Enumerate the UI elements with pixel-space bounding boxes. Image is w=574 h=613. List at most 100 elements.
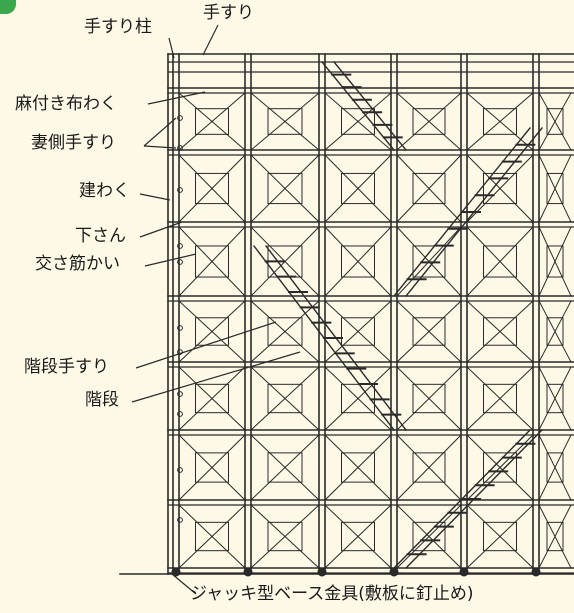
cross-brace	[396, 92, 462, 151]
label-stair: 階段	[85, 390, 119, 410]
cross-brace	[466, 300, 534, 363]
cross-brace	[538, 434, 572, 501]
leader-lower-rail	[139, 221, 183, 238]
label-jack-base: ジャッキ型ベース金具(敷板に釘止め)	[190, 584, 474, 604]
frame-panel	[546, 383, 564, 414]
clamp-mark	[177, 145, 183, 151]
cross-brace	[324, 300, 392, 363]
leader-frame	[139, 193, 171, 201]
frame-panel	[195, 108, 229, 135]
clamp-mark	[177, 243, 183, 249]
frame-panel	[483, 108, 517, 135]
clamp-mark	[177, 187, 183, 193]
frame-panel	[546, 452, 564, 483]
cross-brace	[466, 434, 534, 501]
frame-panel	[483, 521, 517, 552]
cross-brace	[396, 300, 462, 363]
cross-brace	[250, 226, 320, 297]
cross-brace	[324, 434, 392, 501]
cross-brace	[324, 504, 392, 569]
clamp-mark	[177, 411, 183, 417]
label-handrail-post: 手すり柱	[84, 17, 152, 37]
cross-brace	[466, 92, 534, 151]
frame-panel	[267, 108, 303, 135]
frame-panel	[483, 452, 517, 483]
clamp-mark	[177, 349, 183, 355]
jack-base	[531, 567, 541, 577]
cross-brace	[250, 300, 320, 363]
frame-panel	[546, 108, 564, 135]
stair-stringer	[321, 61, 395, 151]
frame-panel	[412, 172, 446, 205]
jack-base	[389, 567, 399, 577]
frame-panel	[546, 172, 564, 205]
cross-brace	[538, 154, 572, 223]
leader-jute-frame	[147, 91, 206, 105]
frame-panel	[483, 383, 517, 414]
leader-gable-handrail	[143, 117, 177, 147]
frame-panel	[546, 317, 564, 346]
frame-panel	[267, 521, 303, 552]
cross-brace	[466, 366, 534, 431]
cross-brace	[178, 226, 246, 297]
leader-jack-base	[171, 573, 197, 595]
cross-brace	[324, 366, 392, 431]
cross-brace	[396, 366, 462, 431]
leader-stair	[131, 351, 301, 403]
cross-brace	[178, 434, 246, 501]
clamp-mark	[177, 517, 183, 523]
frame-panel	[412, 245, 446, 278]
frame-panel	[195, 317, 229, 346]
frame-panel	[412, 452, 446, 483]
label-lower-rail: 下さん	[75, 226, 126, 246]
cross-brace	[324, 226, 392, 297]
cross-brace	[396, 154, 462, 223]
cross-brace	[538, 366, 572, 431]
scaffold-structure	[119, 53, 574, 577]
clamp-mark	[177, 325, 183, 331]
cross-brace	[466, 226, 534, 297]
label-gable-handrail: 妻側手すり	[31, 133, 116, 153]
leader-gable-handrail	[143, 145, 177, 149]
frame-panel	[341, 317, 375, 346]
cross-brace	[178, 300, 246, 363]
frame-panel	[195, 172, 229, 205]
label-cross-brace: 交さ筋かい	[35, 254, 120, 274]
cross-brace	[538, 504, 572, 569]
cross-brace	[250, 366, 320, 431]
label-stair-handrail: 階段手すり	[24, 357, 109, 377]
frame-panel	[483, 172, 517, 205]
cross-brace	[178, 504, 246, 569]
cross-brace	[250, 154, 320, 223]
cross-brace	[466, 154, 534, 223]
cross-brace	[324, 92, 392, 151]
label-frame: 建わく	[79, 181, 130, 201]
jack-base	[459, 567, 469, 577]
frame-panel	[412, 317, 446, 346]
cross-brace	[250, 504, 320, 569]
cross-brace	[466, 504, 534, 569]
stair-stringer	[333, 61, 407, 151]
jack-base	[243, 567, 253, 577]
frame-panel	[483, 317, 517, 346]
cross-brace	[250, 92, 320, 151]
cross-brace	[178, 366, 246, 431]
cross-brace	[396, 434, 462, 501]
cross-brace	[538, 226, 572, 297]
frame-panel	[267, 317, 303, 346]
clamp-mark	[177, 115, 183, 121]
frame-panel	[412, 108, 446, 135]
frame-panel	[341, 521, 375, 552]
frame-panel	[267, 452, 303, 483]
cross-brace	[396, 504, 462, 569]
cross-brace	[538, 92, 572, 151]
frame-panel	[267, 172, 303, 205]
label-jute-frame: 麻付き布わく	[15, 94, 117, 114]
frame-panel	[341, 245, 375, 278]
frame-panel	[412, 521, 446, 552]
frame-panel	[341, 108, 375, 135]
frame-panel	[546, 245, 564, 278]
cross-brace	[324, 154, 392, 223]
frame-panel	[483, 245, 517, 278]
leader-cross-brace	[144, 253, 197, 267]
